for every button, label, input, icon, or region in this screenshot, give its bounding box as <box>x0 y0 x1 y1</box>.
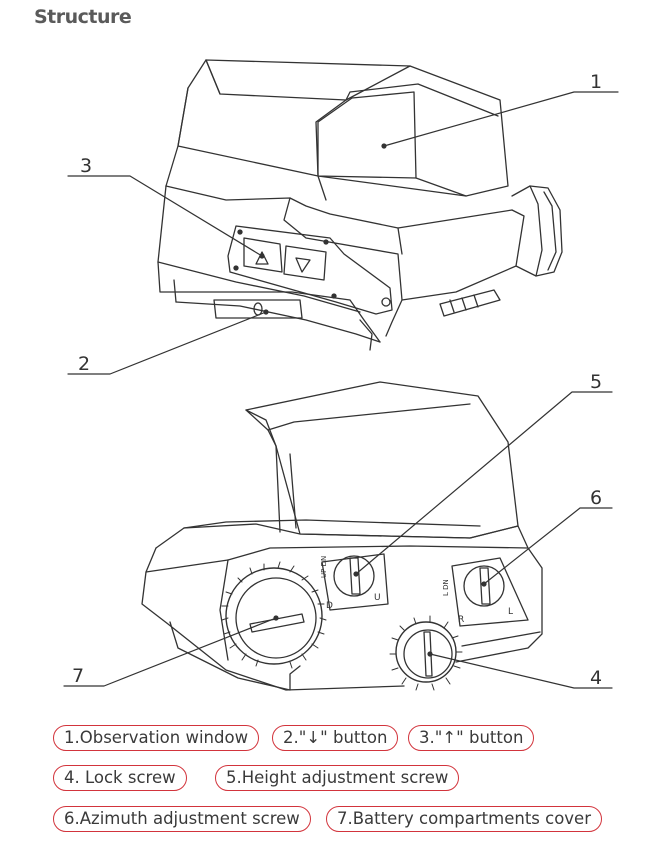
callout-1: 1 <box>590 71 602 93</box>
callout-5: 5 <box>590 371 602 393</box>
legend-lock-screw: 4. Lock screw <box>53 765 187 791</box>
legend-row-3: 6.Azimuth adjustment screw 7.Battery com… <box>0 806 656 836</box>
bottom-sight-drawing <box>141 381 543 691</box>
engraving-up-dn: UP DN <box>320 556 328 578</box>
legend-azimuth-adjustment-screw: 6.Azimuth adjustment screw <box>53 806 311 832</box>
callout-4: 4 <box>590 667 602 689</box>
legend-row-2: 4. Lock screw 5.Height adjustment screw <box>0 765 656 795</box>
legend-up-button: 3."↑" button <box>408 725 535 751</box>
engraving-r: R <box>458 615 464 625</box>
legend-down-button: 2."↓" button <box>272 725 399 751</box>
engraving-l-dn: L DN <box>442 579 450 596</box>
engraving-u: U <box>374 593 381 603</box>
legend-row-1: 1.Observation window 2."↓" button 3."↑" … <box>0 725 656 755</box>
legend-observation-window: 1.Observation window <box>53 725 260 751</box>
callout-2: 2 <box>78 353 90 375</box>
callout-6: 6 <box>590 487 602 509</box>
legend-battery-cover: 7.Battery compartments cover <box>326 806 602 832</box>
engraving-d: D <box>326 601 333 611</box>
callout-7: 7 <box>72 665 84 687</box>
page-title: Structure <box>34 6 132 28</box>
engraving-l: L <box>508 607 513 617</box>
leader-lines <box>63 91 619 689</box>
top-sight-drawing <box>157 59 563 351</box>
legend-height-adjustment-screw: 5.Height adjustment screw <box>215 765 460 791</box>
callout-3: 3 <box>80 155 92 177</box>
